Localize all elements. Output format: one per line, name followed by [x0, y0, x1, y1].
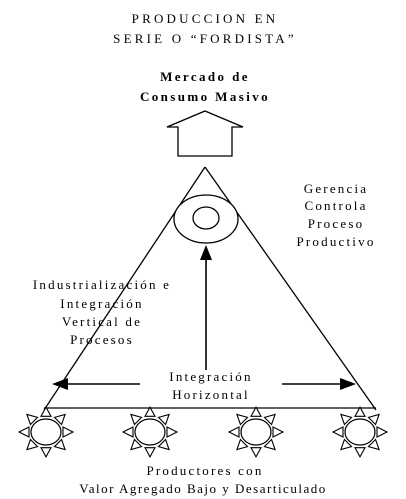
- vertical-line-4: Procesos: [70, 332, 134, 347]
- producer-sun-icon: [227, 406, 285, 458]
- producer-sun-icon: [121, 406, 179, 458]
- management-node-inner: [192, 206, 220, 230]
- vertical-line-3: Vertical de: [61, 314, 143, 329]
- management-line-4: Productivo: [296, 234, 376, 249]
- vertical-control-arrowhead: [200, 245, 212, 260]
- horizontal-line-2: Horizontal: [172, 387, 250, 402]
- market-line-2: Consumo Masivo: [139, 89, 271, 104]
- vertical-line-1: Industrialización e: [32, 277, 172, 292]
- management-line-1: Gerencia: [303, 181, 369, 196]
- title-line-2: SERIE O “FORDISTA”: [113, 31, 297, 46]
- producer-sun-icon: [331, 406, 389, 458]
- title-line-1: PRODUCCION EN: [131, 11, 279, 26]
- market-line-1: Mercado de: [160, 69, 250, 84]
- management-line-3: Proceso: [307, 216, 365, 231]
- vertical-line-2: Integración: [60, 296, 144, 311]
- horizontal-arrow-right-head: [340, 378, 356, 390]
- market-up-arrow: [166, 110, 244, 157]
- producer-sun-icon: [17, 406, 75, 458]
- producer-suns: [17, 406, 389, 458]
- horizontal-line-1: Integración: [169, 369, 253, 384]
- management-line-2: Controla: [304, 198, 368, 213]
- producers-line-2: Valor Agregado Bajo y Desarticulado: [79, 481, 327, 496]
- horizontal-arrow-left-head: [52, 378, 68, 390]
- producers-line-1: Productores con: [146, 463, 264, 478]
